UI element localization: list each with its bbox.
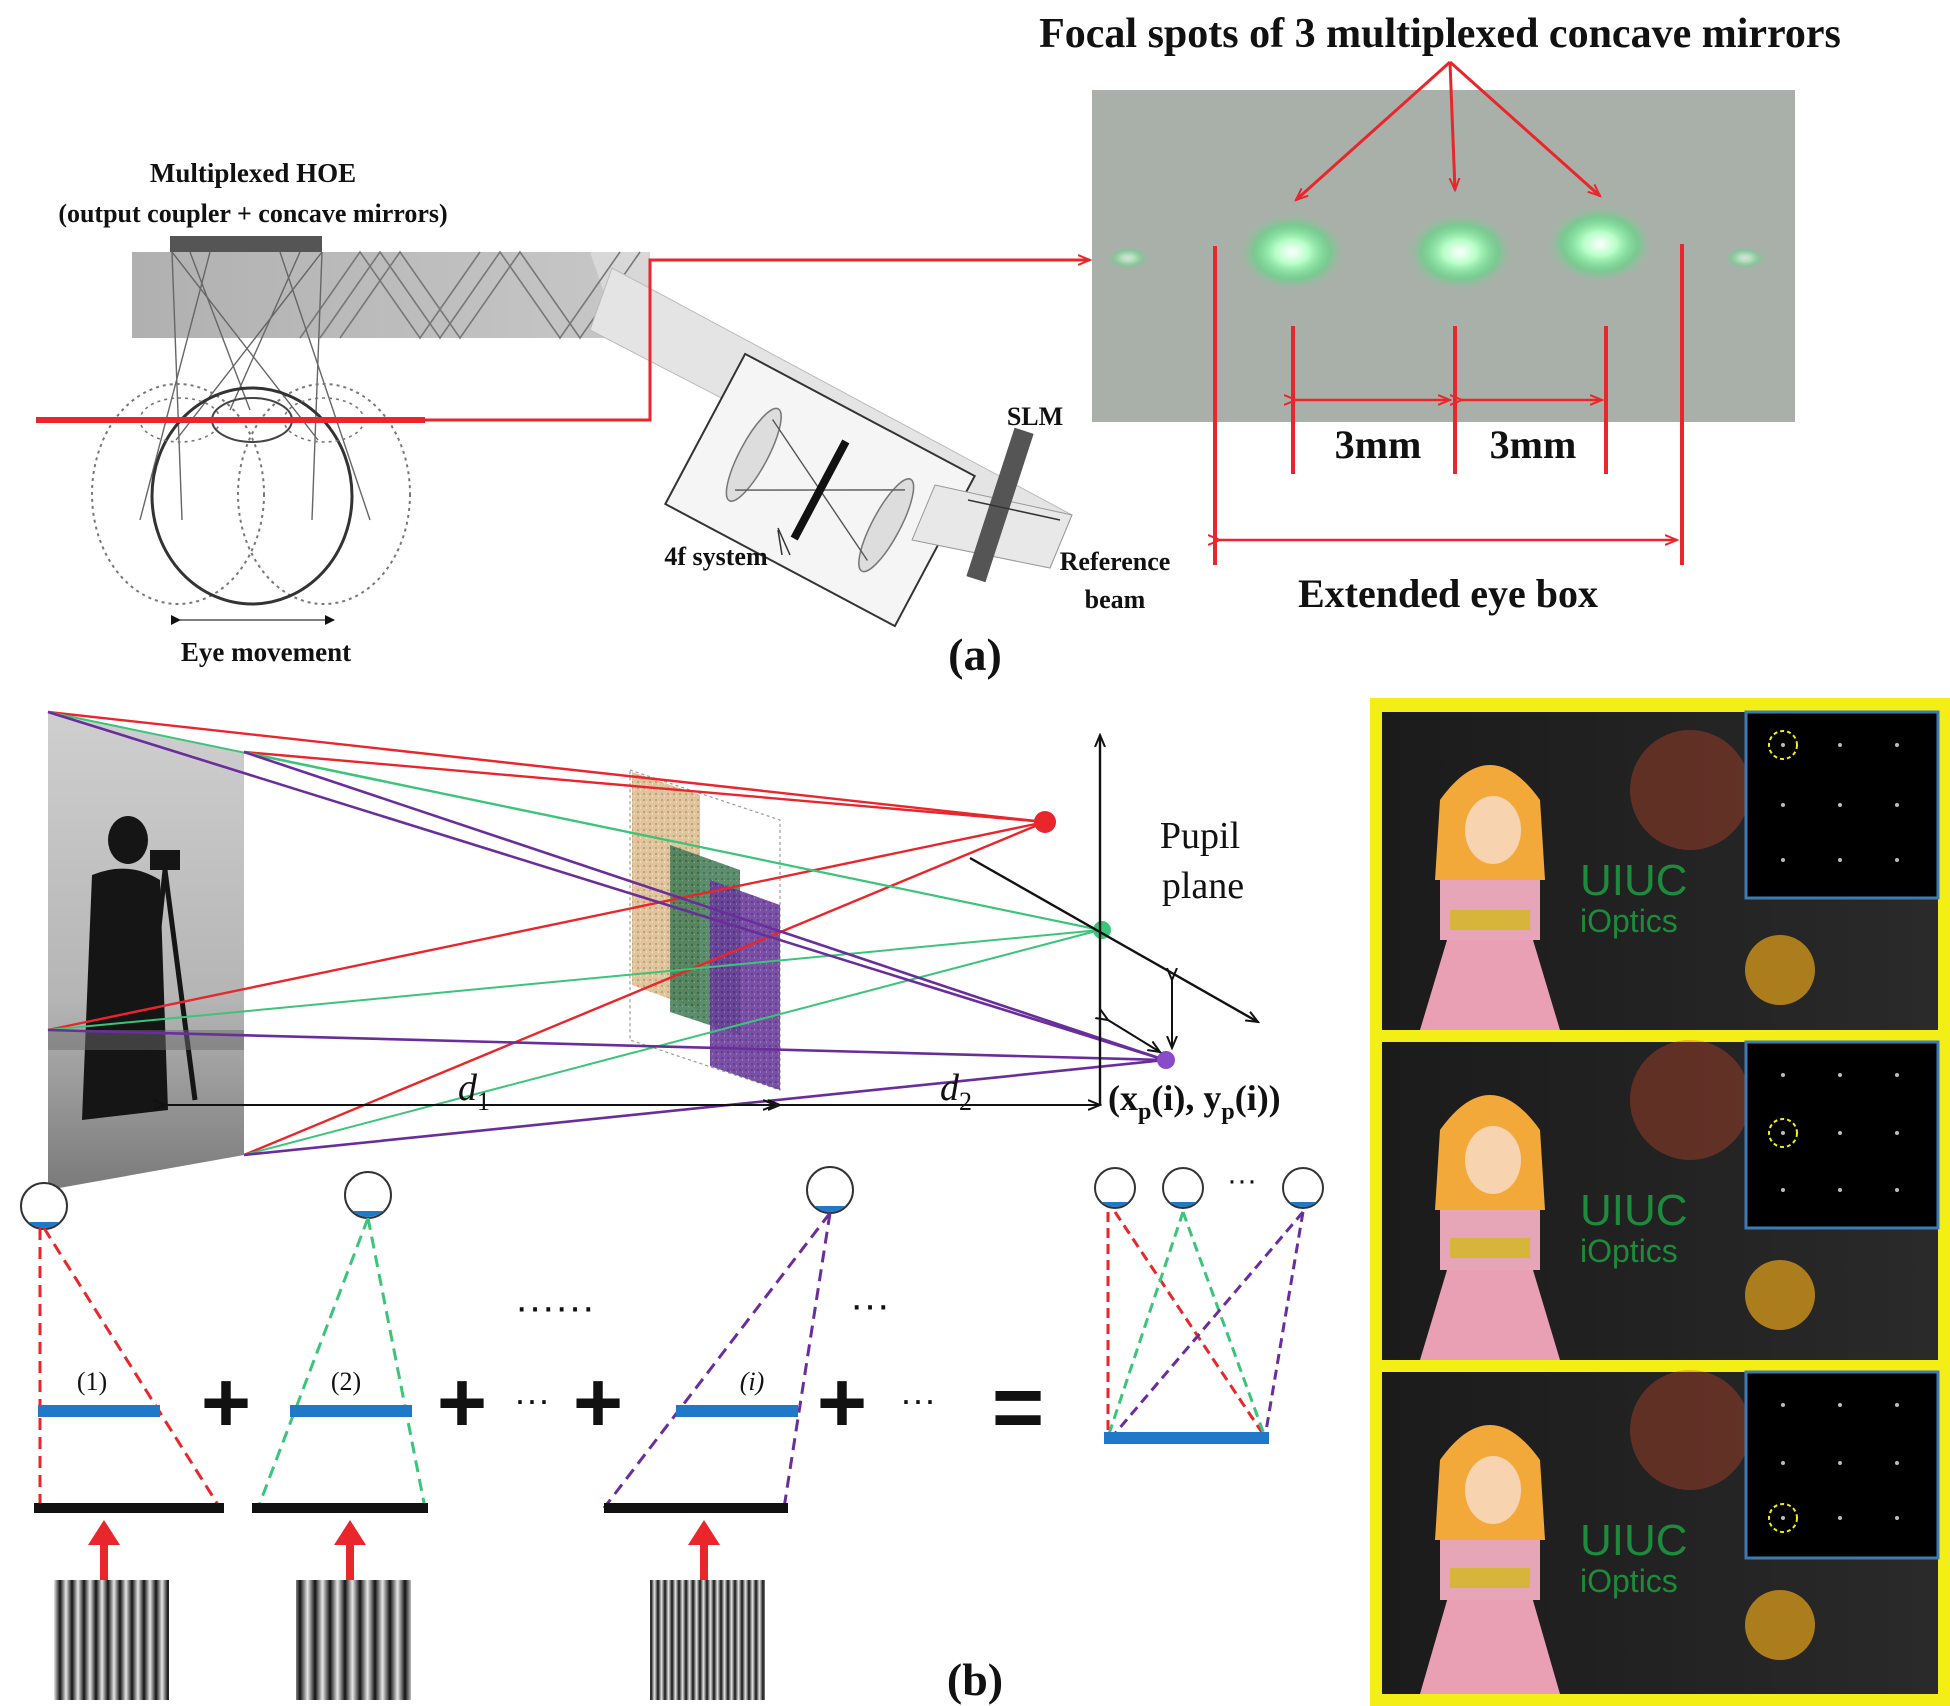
hoe-label-line2: (output coupler + concave mirrors) xyxy=(58,199,447,228)
panel-a-caption: (a) xyxy=(948,629,1002,680)
title-arrows xyxy=(1296,60,1600,200)
photo-frame-2: UIUC iOptics xyxy=(1382,1040,1940,1360)
fourf-system xyxy=(663,352,977,628)
hoe-label-line1: Multiplexed HOE xyxy=(150,158,356,188)
focal-spot-3 xyxy=(1545,204,1655,284)
spacing-label-1: 3mm xyxy=(1335,422,1422,467)
d2-label: d2 xyxy=(940,1067,972,1116)
eye-movement-label: Eye movement xyxy=(181,637,351,667)
focal-title: Focal spots of 3 multiplexed concave mir… xyxy=(1039,11,1841,57)
dots-above-i: ··· xyxy=(850,1283,890,1327)
pupil-label-line1: Pupil xyxy=(1160,815,1240,857)
pupil-axes xyxy=(969,735,1258,1105)
dots-above: ······ xyxy=(515,1285,595,1329)
svg-text:UIUC: UIUC xyxy=(1580,1186,1688,1235)
faint-spots xyxy=(1106,246,1767,270)
pupil-label-line2: plane xyxy=(1162,865,1244,907)
spacing-arrows xyxy=(1220,400,1677,540)
photo-frame-1: UIUC iOptics xyxy=(1382,710,1940,1030)
panel-b-caption: (b) xyxy=(947,1654,1003,1705)
spacing-label-2: 3mm xyxy=(1490,422,1577,467)
equals-sign: = xyxy=(992,1358,1045,1458)
rays-green xyxy=(47,711,1101,1156)
dots-1: ··· xyxy=(514,1379,550,1420)
focal-point-red xyxy=(1034,811,1056,833)
panel-a: Multiplexed HOE (output coupler + concav… xyxy=(36,11,1841,680)
photo-frame-3: UIUC iOptics xyxy=(1382,1370,1940,1694)
d1-label: d1 xyxy=(458,1067,490,1116)
svg-text:UIUC: UIUC xyxy=(1580,1516,1688,1565)
guided-rays xyxy=(299,250,641,340)
focal-spot-2 xyxy=(1405,212,1515,292)
pupil-coordinate-label: (xp(i), yp(i)) xyxy=(1108,1078,1281,1125)
focal-point-purple xyxy=(1157,1051,1175,1069)
focal-spots xyxy=(1237,204,1655,292)
slm-label: SLM xyxy=(1007,402,1063,431)
svg-text:(1): (1) xyxy=(77,1367,107,1396)
cameraman-silhouette xyxy=(82,816,198,1120)
svg-text:UIUC: UIUC xyxy=(1580,856,1688,905)
slm-element xyxy=(966,427,1034,583)
reference-beam-pointer xyxy=(967,499,1061,521)
waveguide xyxy=(132,252,650,338)
hoe-element xyxy=(170,236,322,252)
eyebox-label: Extended eye box xyxy=(1298,571,1598,616)
panel-b: Pupil plane d1 d2 (xp(i), yp(i)) (1) + xyxy=(20,698,1950,1706)
sum-result: ··· xyxy=(1094,1164,1324,1444)
term-1: (1) xyxy=(20,1182,224,1700)
fourf-label: 4f system xyxy=(664,542,768,571)
reference-label-line1: Reference xyxy=(1060,547,1171,576)
plus-3: + xyxy=(573,1355,623,1451)
svg-text:iOptics: iOptics xyxy=(1580,903,1678,939)
result-photo-strip: UIUC iOptics UIUC xyxy=(1370,698,1950,1706)
reference-label-line2: beam xyxy=(1085,585,1146,614)
term-i: (i) xyxy=(602,1166,854,1700)
plus-4: + xyxy=(817,1355,867,1451)
plus-1: + xyxy=(201,1355,251,1451)
svg-text:···: ··· xyxy=(1227,1164,1257,1197)
svg-text:iOptics: iOptics xyxy=(1580,1233,1678,1269)
hoe-output-rays xyxy=(139,251,371,521)
svg-text:(2): (2) xyxy=(331,1367,361,1396)
dots-2: ··· xyxy=(900,1379,936,1420)
svg-text:iOptics: iOptics xyxy=(1580,1563,1678,1599)
term-2: (2) xyxy=(252,1171,428,1700)
focal-spot-1 xyxy=(1237,212,1347,292)
fourf-pointer xyxy=(777,527,791,556)
hologram-subplane-3 xyxy=(710,880,780,1090)
plus-2: + xyxy=(437,1355,487,1451)
svg-text:(i): (i) xyxy=(740,1367,765,1396)
